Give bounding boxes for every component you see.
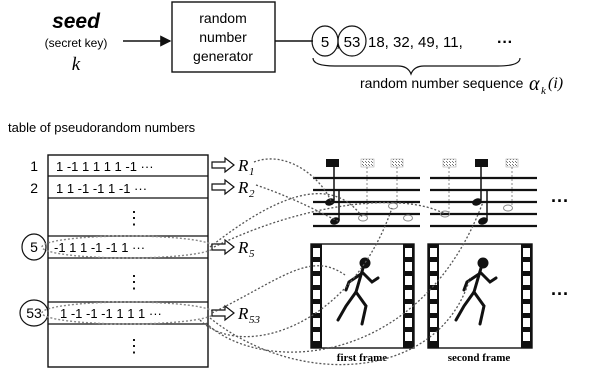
output-label-sub: 53 bbox=[249, 314, 261, 326]
second-frame-label: second frame bbox=[448, 352, 511, 364]
sequence-value-53: 53 bbox=[344, 34, 361, 51]
sequence-ellipsis: ··· bbox=[497, 34, 513, 51]
generator-box bbox=[171, 1, 276, 73]
row-bits: -1 1 1 -1 -1 1 ··· bbox=[54, 240, 145, 255]
output-label-sub: 1 bbox=[249, 166, 255, 178]
dotted-connectors bbox=[199, 158, 484, 366]
row-index: 53 bbox=[26, 305, 42, 321]
first-frame-label: first frame bbox=[337, 352, 388, 364]
film-frame-second bbox=[427, 243, 533, 349]
output-label-sub: 5 bbox=[249, 248, 255, 260]
output-label: R bbox=[237, 304, 249, 323]
row-index: 5 bbox=[30, 239, 38, 255]
table-outline bbox=[47, 154, 209, 368]
row-bits: 1 -1 1 1 1 1 -1 ··· bbox=[56, 159, 154, 174]
table-vdots: ⋮ bbox=[125, 336, 143, 356]
hollow-arrow-icon bbox=[211, 304, 235, 322]
film-frame-first bbox=[310, 243, 415, 349]
runner-icon bbox=[454, 257, 498, 326]
hollow-arrow-icon bbox=[211, 178, 235, 196]
sequence-circle-53 bbox=[337, 25, 367, 57]
music-staff-second bbox=[430, 158, 537, 228]
output-label: R bbox=[237, 238, 249, 257]
output-label: R bbox=[237, 156, 249, 175]
row-index: 1 bbox=[30, 158, 38, 174]
output-label-sub: 2 bbox=[249, 188, 255, 200]
row-53-index-circle bbox=[19, 299, 49, 327]
row-5-index-circle bbox=[21, 233, 47, 261]
generator-line-2: number bbox=[199, 29, 247, 45]
table-vdots: ⋮ bbox=[125, 272, 143, 292]
music-staff-first bbox=[313, 158, 420, 228]
seed-subtitle: (secret key) bbox=[45, 36, 108, 50]
generator-line-1: random bbox=[199, 10, 246, 26]
sequence-symbol: α bbox=[529, 73, 540, 95]
sequence-symbol-sub: k bbox=[541, 85, 547, 97]
row-bits: 1 -1 -1 -1 1 1 1 ··· bbox=[60, 306, 162, 321]
hollow-arrow-icon bbox=[211, 156, 235, 174]
seed-title: seed bbox=[52, 10, 101, 33]
hollow-arrow-icon bbox=[211, 238, 235, 256]
seed-symbol: k bbox=[72, 54, 81, 75]
runner-icon bbox=[336, 257, 380, 326]
staff-ellipsis: ··· bbox=[551, 191, 569, 211]
row-index: 2 bbox=[30, 180, 38, 196]
sequence-caption: random number sequence bbox=[360, 75, 524, 91]
frames-ellipsis: ··· bbox=[551, 284, 569, 304]
generator-line-3: generator bbox=[193, 48, 253, 64]
sequence-brace bbox=[312, 57, 521, 76]
table-title: table of pseudorandom numbers bbox=[8, 120, 196, 135]
sequence-rest: 18, 32, 49, 11, bbox=[368, 34, 463, 51]
row-bits: 1 1 -1 -1 1 -1 ··· bbox=[56, 181, 147, 196]
output-label: R bbox=[237, 178, 249, 197]
sequence-symbol-arg: (i) bbox=[548, 75, 563, 92]
sequence-value-5: 5 bbox=[321, 34, 329, 51]
table-vdots: ⋮ bbox=[125, 208, 143, 228]
